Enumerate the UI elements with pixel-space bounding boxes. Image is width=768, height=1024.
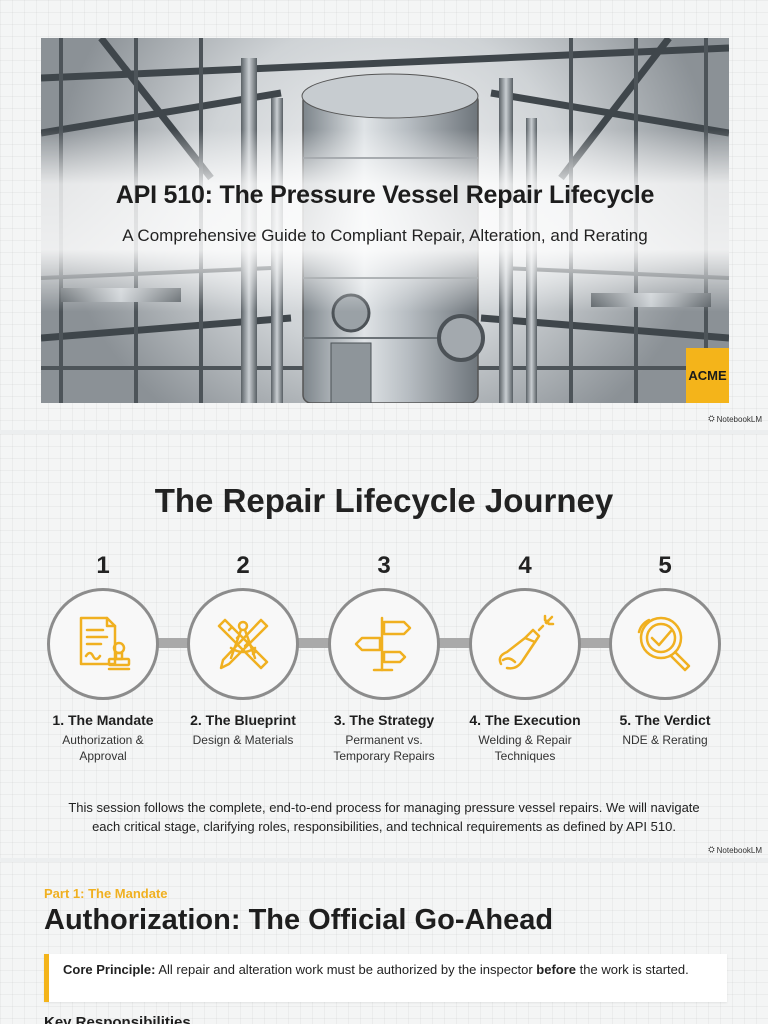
step-description: Authorization & Approval bbox=[62, 733, 144, 763]
session-summary: This session follows the complete, end-t… bbox=[68, 800, 700, 834]
signpost-icon bbox=[354, 616, 412, 672]
callout-emphasis: before bbox=[536, 962, 577, 977]
step-label: 4. The Execution bbox=[469, 712, 581, 728]
drafting-tools-icon bbox=[217, 618, 269, 670]
slide-title: The Repair Lifecycle Journey bbox=[154, 482, 614, 519]
step-number: 4 bbox=[518, 552, 532, 579]
step-number: 1 bbox=[96, 552, 110, 579]
authorization-slide: Part 1: The Mandate Authorization: The O… bbox=[0, 862, 768, 1024]
step-number: 5 bbox=[658, 552, 672, 579]
notebooklm-watermark: ⛭ NotebookLM bbox=[708, 414, 762, 424]
welding-torch-icon bbox=[498, 614, 555, 670]
step-description: Welding & Repair Techniques bbox=[478, 733, 572, 763]
step-circle bbox=[187, 588, 299, 700]
step-number: 3 bbox=[377, 552, 391, 579]
deck-title: API 510: The Pressure Vessel Repair Life… bbox=[115, 181, 655, 209]
step-description: Design & Materials bbox=[192, 733, 294, 747]
section-heading: Key Responsibilities bbox=[44, 1014, 191, 1024]
slide-title: Authorization: The Official Go-Ahead bbox=[44, 904, 554, 936]
step-4: 4 4. The Execution Welding & Repair Tech… bbox=[455, 552, 595, 764]
step-circle bbox=[469, 588, 581, 700]
document-stamp-icon bbox=[79, 616, 131, 671]
hero-image: API 510: The Pressure Vessel Repair Life… bbox=[41, 38, 729, 403]
step-5: 5 5. The Verdict NDE & Rerating bbox=[595, 552, 735, 748]
callout-label: Core Principle: bbox=[63, 962, 156, 977]
magnifier-check-icon bbox=[637, 616, 691, 672]
notebooklm-icon: ⛭ bbox=[708, 414, 715, 423]
title-slide: API 510: The Pressure Vessel Repair Life… bbox=[0, 0, 768, 430]
step-circle bbox=[47, 588, 159, 700]
deck-subtitle: A Comprehensive Guide to Compliant Repai… bbox=[122, 226, 648, 245]
acme-logo: ACME bbox=[686, 348, 729, 403]
step-label: 2. The Blueprint bbox=[190, 712, 296, 728]
step-circle bbox=[328, 588, 440, 700]
step-description: NDE & Rerating bbox=[622, 733, 708, 747]
core-principle-callout: Core Principle: All repair and alteratio… bbox=[44, 954, 727, 1002]
notebooklm-icon: ⛭ bbox=[708, 845, 715, 854]
step-2: 2 2. The Blueprint Design & Materials bbox=[173, 552, 313, 748]
step-description: Permanent vs. Temporary Repairs bbox=[333, 733, 435, 763]
step-label: 1. The Mandate bbox=[52, 712, 154, 728]
step-number: 2 bbox=[236, 552, 250, 579]
step-label: 3. The Strategy bbox=[333, 712, 435, 728]
section-kicker: Part 1: The Mandate bbox=[44, 886, 168, 901]
lifecycle-journey-slide: The Repair Lifecycle Journey 1 1. The Ma… bbox=[0, 434, 768, 858]
step-1: 1 1. The Mandate Authorization & Approva… bbox=[33, 552, 173, 764]
step-3: 3 3. The Strategy Permanent vs. Temporar… bbox=[314, 552, 454, 764]
step-label: 5. The Verdict bbox=[619, 712, 711, 728]
notebooklm-watermark: ⛭ NotebookLM bbox=[708, 845, 762, 855]
step-circle bbox=[609, 588, 721, 700]
